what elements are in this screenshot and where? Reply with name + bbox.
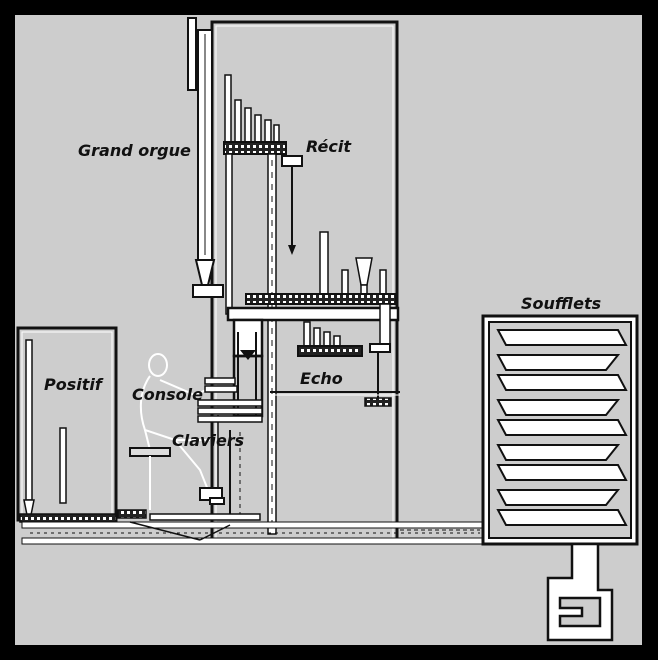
label-soufflets: Soufflets (521, 294, 601, 313)
bellows-folds (496, 329, 628, 526)
bellows (481, 314, 639, 546)
label-claviers: Claviers (172, 431, 244, 450)
keyboards (197, 377, 263, 520)
organist-figure (129, 353, 225, 510)
blower-duct (546, 542, 614, 642)
label-echo: Echo (300, 369, 343, 388)
middle-windchest (226, 231, 400, 345)
label-console: Console (132, 385, 203, 404)
label-grand-orgue: Grand orgue (78, 141, 191, 160)
grand-orgue-pipe (187, 17, 224, 298)
echo-windchest (297, 321, 392, 407)
label-positif: Positif (44, 375, 104, 394)
positif-case (16, 326, 118, 523)
recit-pipes (223, 74, 303, 255)
label-recit: Récit (306, 137, 352, 156)
